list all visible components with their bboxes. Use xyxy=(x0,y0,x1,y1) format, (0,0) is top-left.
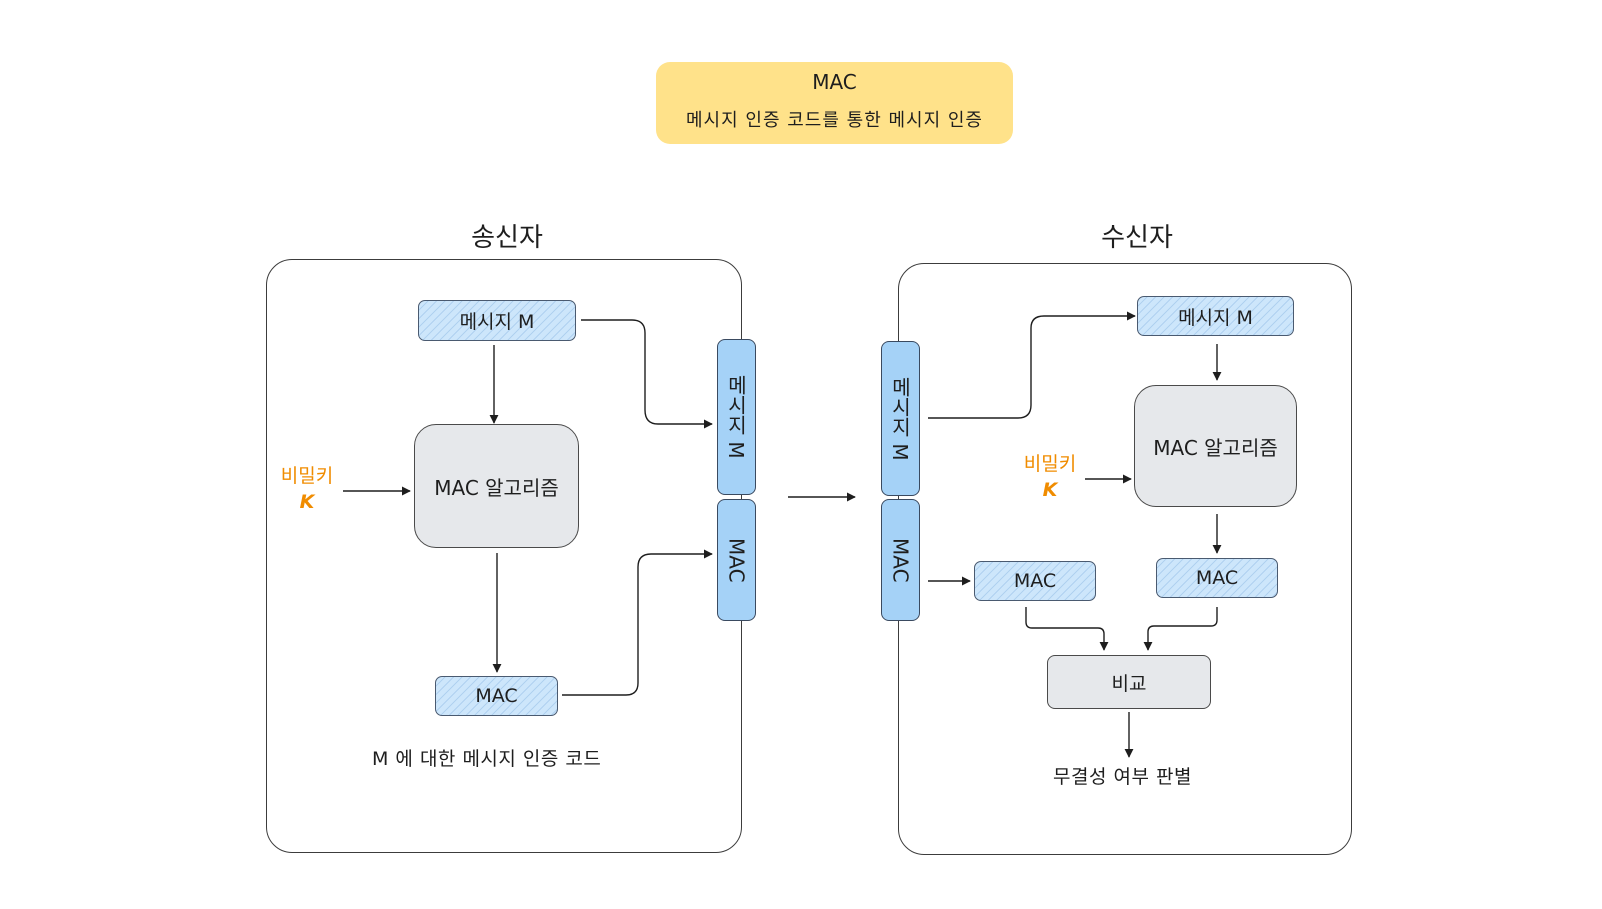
title-main: MAC xyxy=(812,70,857,94)
sender-key-symbol: K xyxy=(299,491,315,513)
arrow-message-to-packet xyxy=(581,319,713,429)
received-packet-mac: MAC xyxy=(881,499,920,621)
sender-caption: M 에 대한 메시지 인증 코드 xyxy=(372,748,602,770)
sent-packet-message: 메시지 M xyxy=(717,339,756,495)
compare-node: 비교 xyxy=(1047,655,1211,709)
receiver-heading: 수신자 xyxy=(1101,223,1173,253)
arrow-mac-to-packet xyxy=(562,549,713,696)
receiver-computed-mac-node: MAC xyxy=(1156,558,1278,598)
arrow-computed-mac-to-compare xyxy=(1143,607,1218,651)
arrow-packet-to-message xyxy=(928,311,1136,419)
received-packet-message: 메시지 M xyxy=(881,341,920,496)
integrity-result: 무결성 여부 판별 xyxy=(1053,766,1192,788)
sender-key-label: 비밀키 xyxy=(280,465,334,487)
arrow-rx-mac-to-compare xyxy=(1025,607,1109,651)
receiver-key-symbol: K xyxy=(1042,479,1058,501)
received-packet-mac-label: MAC xyxy=(888,537,913,583)
receiver-secret-key: 비밀키 K xyxy=(1010,451,1090,503)
sender-mac-node: MAC xyxy=(435,676,558,716)
received-packet-message-label: 메시지 M xyxy=(888,376,912,461)
receiver-key-label: 비밀키 xyxy=(1023,453,1077,475)
sender-message-node: 메시지 M xyxy=(418,300,576,341)
title-subtitle: 메시지 인증 코드를 통한 메시지 인증 xyxy=(685,110,983,131)
sender-heading: 송신자 xyxy=(471,223,543,253)
sender-mac-algorithm-node: MAC 알고리즘 xyxy=(414,424,579,548)
sent-packet-mac: MAC xyxy=(717,499,756,621)
receiver-mac-algorithm-node: MAC 알고리즘 xyxy=(1134,385,1297,507)
title-banner: MAC 메시지 인증 코드를 통한 메시지 인증 xyxy=(656,62,1013,144)
receiver-message-node: 메시지 M xyxy=(1137,296,1294,336)
sent-packet-message-label: 메시지 M xyxy=(724,375,748,459)
receiver-received-mac-node: MAC xyxy=(974,561,1096,601)
sent-packet-mac-label: MAC xyxy=(724,537,749,583)
sender-secret-key: 비밀키 K xyxy=(267,463,347,515)
